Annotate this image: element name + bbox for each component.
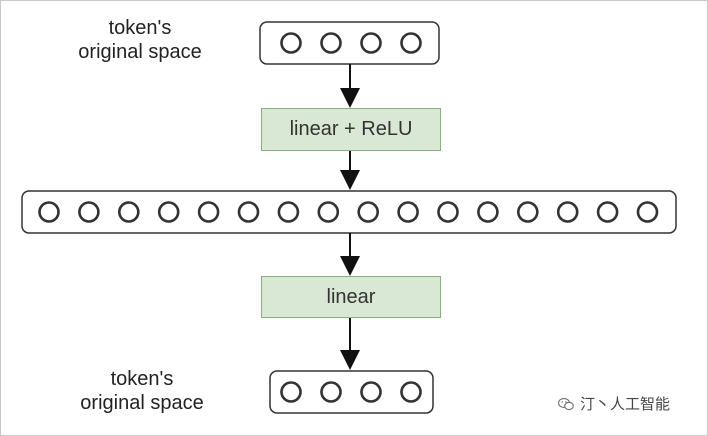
- top-label-line1: token's: [108, 17, 172, 39]
- hidden-unit-15: [596, 201, 619, 223]
- hidden-unit-16: [636, 201, 659, 223]
- hidden-unit-7: [277, 201, 300, 223]
- linear-relu-label: linear + ReLU: [289, 118, 413, 140]
- hidden-unit-13: [516, 201, 539, 223]
- output-vector-box: [269, 370, 434, 414]
- hidden-unit-4: [157, 201, 180, 223]
- input-unit-2: [320, 32, 342, 54]
- input-unit-4: [400, 32, 422, 54]
- hidden-unit-3: [118, 201, 140, 223]
- hidden-unit-12: [477, 201, 499, 223]
- hidden-unit-14: [556, 201, 579, 223]
- hidden-unit-2: [78, 201, 100, 223]
- output-unit-1: [280, 381, 302, 403]
- hidden-unit-6: [237, 201, 260, 223]
- hidden-unit-5: [197, 201, 220, 223]
- linear-block: linear: [261, 276, 441, 318]
- bottom-label-line2: original space: [80, 392, 204, 414]
- linear-relu-block: linear + ReLU: [261, 108, 441, 151]
- hidden-unit-1: [38, 201, 60, 223]
- top-label-line2: original space: [78, 41, 202, 63]
- output-unit-3: [360, 381, 382, 403]
- bottom-label-line1: token's: [110, 368, 174, 390]
- wechat-icon: [558, 397, 574, 410]
- output-unit-2: [320, 381, 342, 403]
- linear-label: linear: [326, 285, 376, 308]
- hidden-unit-11: [437, 201, 459, 223]
- top-space-label: token's original space: [50, 16, 230, 64]
- output-unit-4: [400, 381, 422, 403]
- hidden-unit-8: [317, 201, 340, 223]
- watermark: 汀丶人工智能: [558, 393, 670, 414]
- bottom-space-label: token's original space: [52, 367, 232, 415]
- hidden-unit-9: [357, 201, 380, 223]
- hidden-unit-10: [397, 201, 419, 223]
- input-unit-1: [280, 32, 302, 54]
- watermark-text: 汀丶人工智能: [580, 395, 671, 413]
- input-unit-3: [360, 32, 382, 54]
